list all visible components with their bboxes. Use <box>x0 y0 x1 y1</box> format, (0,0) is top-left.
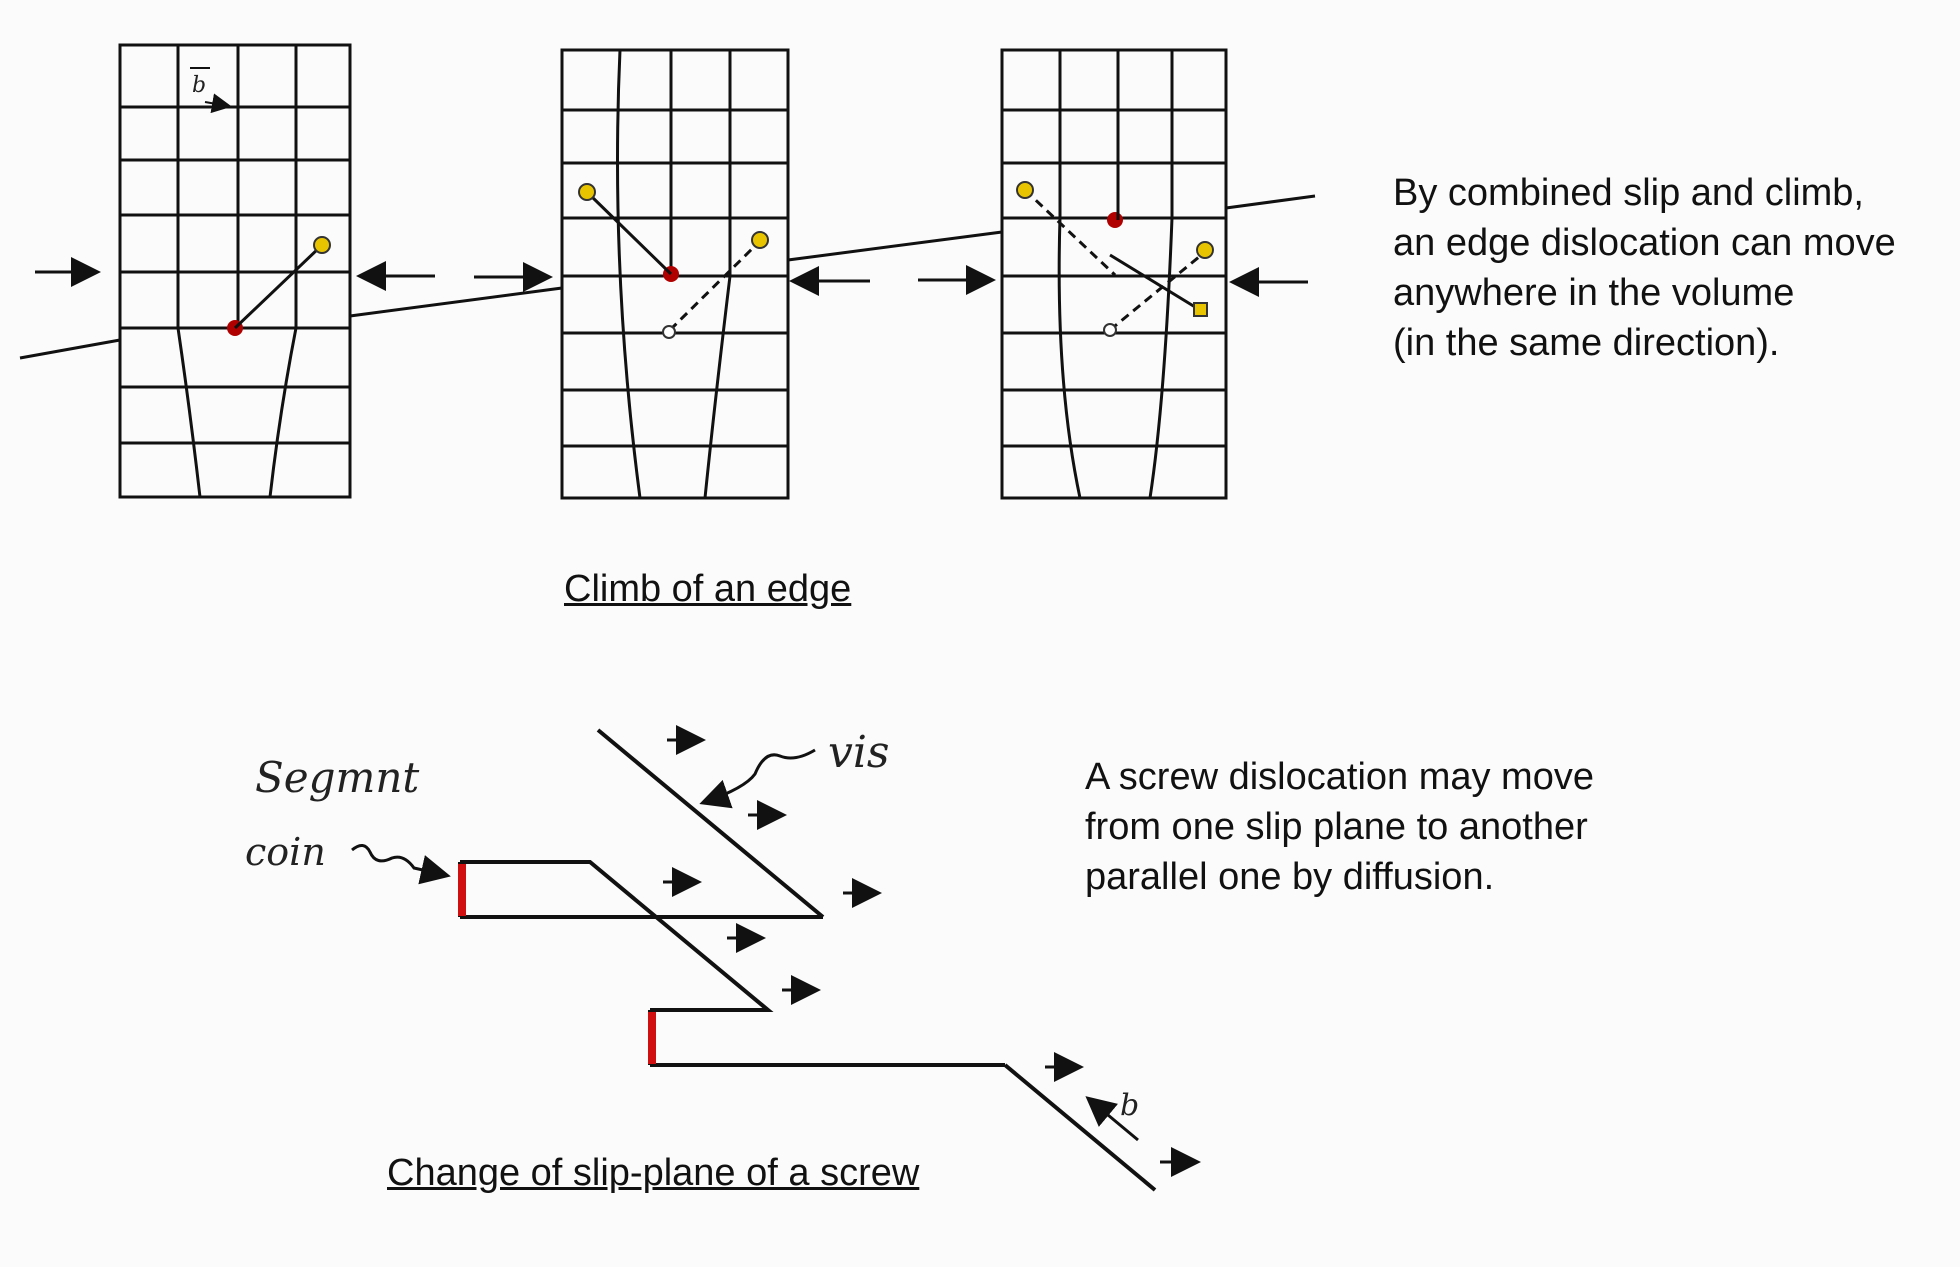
climb-note-line-1: By combined slip and climb, <box>1393 172 1864 214</box>
burgers-label-screw: b <box>1120 1088 1139 1123</box>
screw-note-line-1: A screw dislocation may move <box>1085 756 1594 798</box>
screw-note: A screw dislocation may move from one sl… <box>1085 752 1594 902</box>
svg-text:b: b <box>192 73 206 98</box>
burgers-vector-label: b <box>190 67 232 114</box>
climb-caption: Climb of an edge <box>564 568 852 610</box>
screw-dislocation-line <box>458 728 1157 1192</box>
climb-note: By combined slip and climb, an edge disl… <box>1393 168 1896 368</box>
vacancy-old-2 <box>662 325 676 339</box>
motion-arrows <box>663 725 1201 1177</box>
vacancy-3c <box>1193 302 1208 317</box>
vacancy-path-2b <box>668 241 760 332</box>
label-coin: coin <box>245 830 326 874</box>
vacancy-3a <box>1016 181 1034 199</box>
vacancy-1 <box>313 236 331 254</box>
vacancy-path-3b <box>1023 188 1117 277</box>
vacancy-path-2a <box>588 193 673 276</box>
screw-note-line-2: from one slip plane to another <box>1085 806 1588 848</box>
vis-pointer-arrow <box>699 748 816 809</box>
vacancy-3b <box>1196 241 1214 259</box>
climb-note-line-3: anywhere in the volume <box>1393 272 1795 314</box>
vacancy-path-3d <box>1109 253 1201 312</box>
screw-note-line-3: parallel one by diffusion. <box>1085 856 1495 898</box>
jog-segment-2 <box>648 1012 656 1064</box>
vacancy-old-3 <box>1103 323 1117 337</box>
label-vis: vis <box>828 727 890 778</box>
burgers-vector-screw <box>1085 1096 1139 1142</box>
vacancy-2a <box>578 183 596 201</box>
lattice-panel-1 <box>118 43 352 499</box>
vacancy-2b <box>751 231 769 249</box>
climb-note-line-2: an edge dislocation can move <box>1393 222 1896 264</box>
coin-pointer-arrow <box>351 844 451 885</box>
label-segment: Segmnt <box>255 753 419 802</box>
slip-plane-line <box>19 194 1316 360</box>
vacancy-path-3c <box>1109 250 1206 332</box>
climb-note-line-4: (in the same direction). <box>1393 322 1780 364</box>
dislocation-core-3 <box>1107 212 1123 228</box>
jog-segment-1 <box>458 864 466 916</box>
vacancy-path-1 <box>233 245 322 330</box>
screw-caption: Change of slip-plane of a screw <box>387 1152 920 1194</box>
